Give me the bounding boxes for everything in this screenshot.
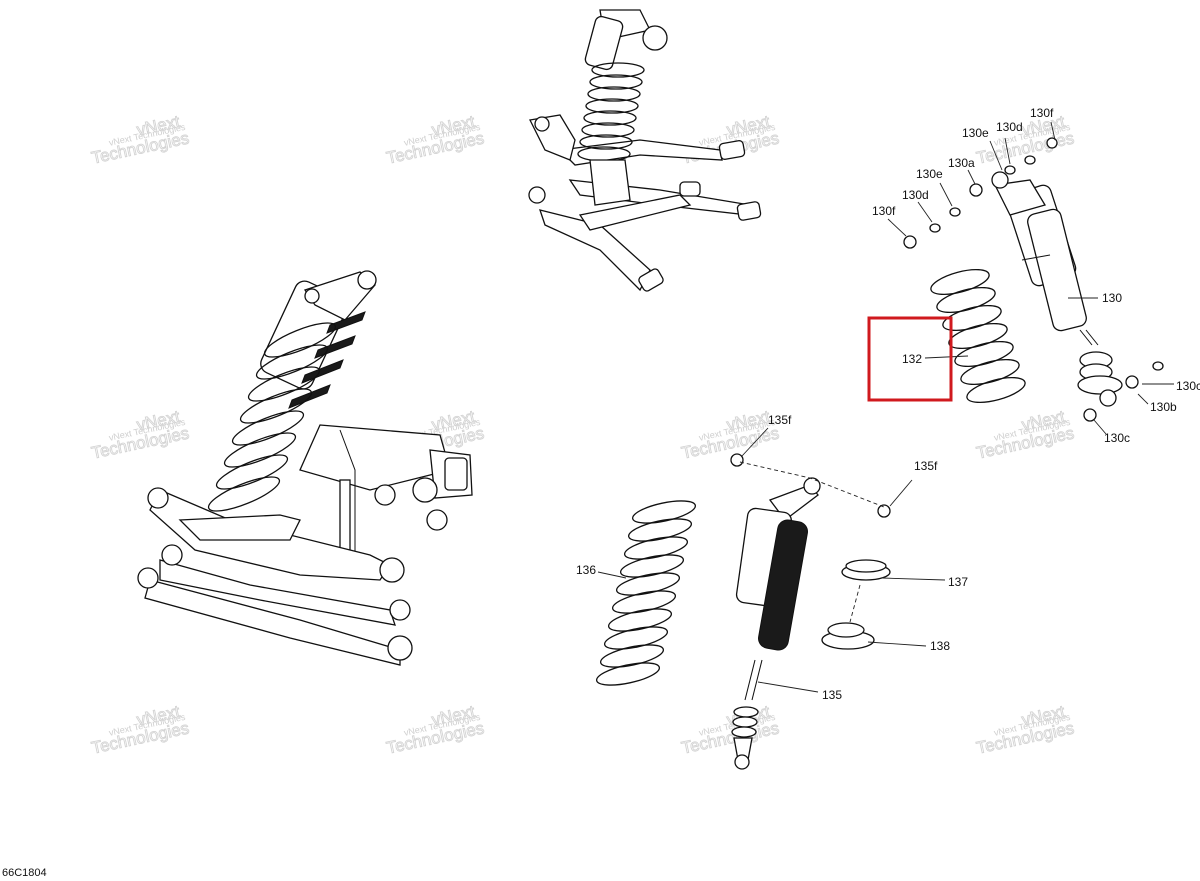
callout-130e-left[interactable]: 130e <box>916 167 943 181</box>
callout-135[interactable]: 135 <box>822 688 842 702</box>
callout-130c-right[interactable]: 130c <box>1176 379 1200 393</box>
callout-130f-left[interactable]: 130f <box>872 204 896 218</box>
callout-137[interactable]: 137 <box>948 575 968 589</box>
spring-132 <box>930 268 1026 404</box>
assembly-dash-135f <box>739 461 885 508</box>
spring-136 <box>595 500 697 686</box>
callout-135f-right[interactable]: 135f <box>914 459 938 473</box>
leader-lines <box>597 121 1174 693</box>
top-suspension-assembly <box>528 9 762 292</box>
top-shock-spring <box>577 62 645 162</box>
callout-135f-upper[interactable]: 135f <box>768 413 792 427</box>
part-138 <box>821 622 875 650</box>
callout-130[interactable]: 130 <box>1102 291 1122 305</box>
shock-130-exploded <box>903 137 1164 422</box>
callout-130a[interactable]: 130a <box>948 156 975 170</box>
callout-130b[interactable]: 130b <box>1150 400 1177 414</box>
callout-130f-top[interactable]: 130f <box>1030 106 1054 120</box>
callout-130d-left[interactable]: 130d <box>902 188 929 202</box>
highlight-box-132 <box>867 316 953 402</box>
callout-138[interactable]: 138 <box>930 639 950 653</box>
shock-135 <box>730 453 891 770</box>
watermark-layer: vNext Technologies Technologies vNext vN… <box>89 111 1076 758</box>
callout-132[interactable]: 132 <box>902 352 922 366</box>
callout-130e-top[interactable]: 130e <box>962 126 989 140</box>
assembly-dash-137-138 <box>849 584 861 623</box>
left-suspension-assembly <box>137 270 473 666</box>
callout-130c-lower[interactable]: 130c <box>1104 431 1130 445</box>
left-shock-spring <box>207 322 337 512</box>
drawing-code: 66C1804 <box>2 867 47 879</box>
callout-130d-top[interactable]: 130d <box>996 120 1023 134</box>
part-137 <box>841 559 891 581</box>
callout-136[interactable]: 136 <box>576 563 596 577</box>
callout-labels: 130f 130d 130e 130a 130e 130d 130f 130 1… <box>576 106 1200 702</box>
